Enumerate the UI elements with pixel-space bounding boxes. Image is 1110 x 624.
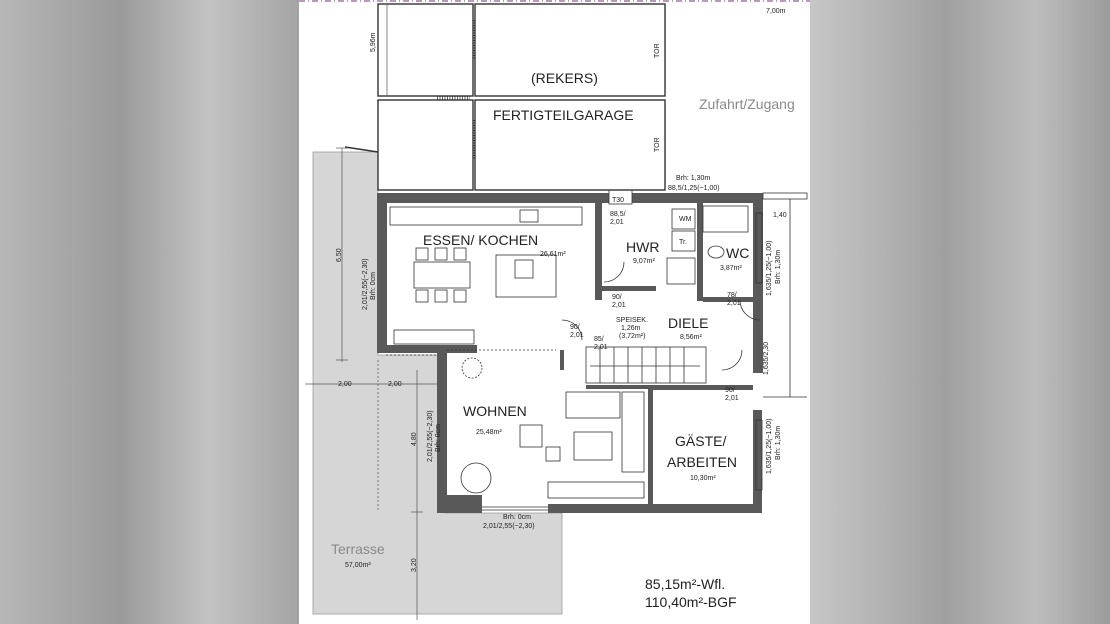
dim-650: 6,50 xyxy=(336,248,343,262)
bgf-label: 110,40m²-BGF xyxy=(645,594,737,610)
door-90-201-c: 90/2,01 xyxy=(725,387,739,402)
speisek-area-2: (3,72m²) xyxy=(619,333,645,340)
window-wc-brh: Brh: 1,30m xyxy=(775,250,782,284)
gaeste-label-2: ARBEITEN xyxy=(667,454,737,470)
window-wc: 1,635/1,25(~1,00) xyxy=(766,241,773,296)
stairs xyxy=(585,346,707,384)
tr-label: Tr. xyxy=(679,239,687,246)
windows-doors xyxy=(386,189,808,511)
terrasse-area: 57,00m² xyxy=(345,562,371,569)
speisek-area-1: 1,26m xyxy=(621,325,641,332)
window-left-1: 2,01/2,55(~2,30) xyxy=(362,258,369,310)
door-90-201-a: 90/2,01 xyxy=(612,294,626,309)
dim-320: 3,20 xyxy=(411,558,418,572)
essen-kochen-label: ESSEN/ KOCHEN xyxy=(423,232,538,248)
door-90-201-b: 90/2,01 xyxy=(570,324,584,339)
essen-area: 26,61m² xyxy=(540,251,566,258)
window-bottom: 2,01/2,55(~2,30) xyxy=(483,523,535,530)
diele-label: DIELE xyxy=(668,315,708,331)
garage-label: FERTIGTEILGARAGE xyxy=(493,107,634,123)
t30-label: T30 xyxy=(612,197,624,204)
door-78-201: 78/2,01 xyxy=(727,292,741,307)
brh-top-dim: 88,5/1,25(~1,00) xyxy=(668,185,720,192)
dim-200-a: 2,00 xyxy=(338,381,352,388)
tor-label-1: TOR xyxy=(654,43,661,58)
wohnen-label: WOHNEN xyxy=(463,403,527,419)
wohnen-area: 25,48m² xyxy=(476,429,502,436)
window-gaeste-brh: Brh: 1,30m xyxy=(775,426,782,460)
rekers-label: (REKERS) xyxy=(531,70,598,86)
speisek-label: SPEISEK. xyxy=(616,317,648,324)
window-gaeste: 1,635/1,25(~1,00) xyxy=(766,419,773,474)
dim-140: 1,40 xyxy=(773,212,787,219)
dim-top: 7,00m xyxy=(766,8,786,15)
hwr-area: 9,07m² xyxy=(633,258,655,265)
wfl-label: 85,15m²-Wfl. xyxy=(645,576,725,592)
blurred-background-right xyxy=(810,0,1110,624)
tor-label-2: TOR xyxy=(654,137,661,152)
window-left-2-brh: Brh: 0cm xyxy=(435,424,442,452)
zufahrt-label: Zufahrt/Zugang xyxy=(699,96,795,112)
door-hwr: 88,5/2,01 xyxy=(610,211,626,226)
living-furniture xyxy=(460,357,645,499)
dimension-lines xyxy=(305,4,447,620)
wc-label: WC xyxy=(726,245,749,261)
dim-garage-depth: 5,96m xyxy=(370,32,377,52)
window-left-2: 2,01/2,55(~2,30) xyxy=(427,410,434,462)
wm-label: WM xyxy=(679,216,692,223)
diele-area: 8,56m² xyxy=(680,334,702,341)
hwr-furniture xyxy=(666,205,749,285)
hwr-label: HWR xyxy=(626,239,659,255)
wc-area: 3,87m² xyxy=(720,265,742,272)
garage xyxy=(344,3,666,191)
window-left-1-brh: Brh: 0cm xyxy=(370,272,377,300)
gaeste-area: 10,30m² xyxy=(690,475,716,482)
terrasse-label: Terrasse xyxy=(331,541,385,557)
dim-200-b: 2,00 xyxy=(388,381,402,388)
brh-top: Brh: 1,30m xyxy=(676,175,710,182)
blurred-background-left xyxy=(0,0,299,624)
dim-480: 4,80 xyxy=(411,432,418,446)
brh-bottom: Brh: 0cm xyxy=(503,514,531,521)
dim-1635-230: 1,635/2,30 xyxy=(763,342,770,375)
gaeste-label-1: GÄSTE/ xyxy=(675,433,726,449)
kitchen-furniture xyxy=(389,206,583,345)
door-85-201: 85/2,01 xyxy=(594,336,608,351)
